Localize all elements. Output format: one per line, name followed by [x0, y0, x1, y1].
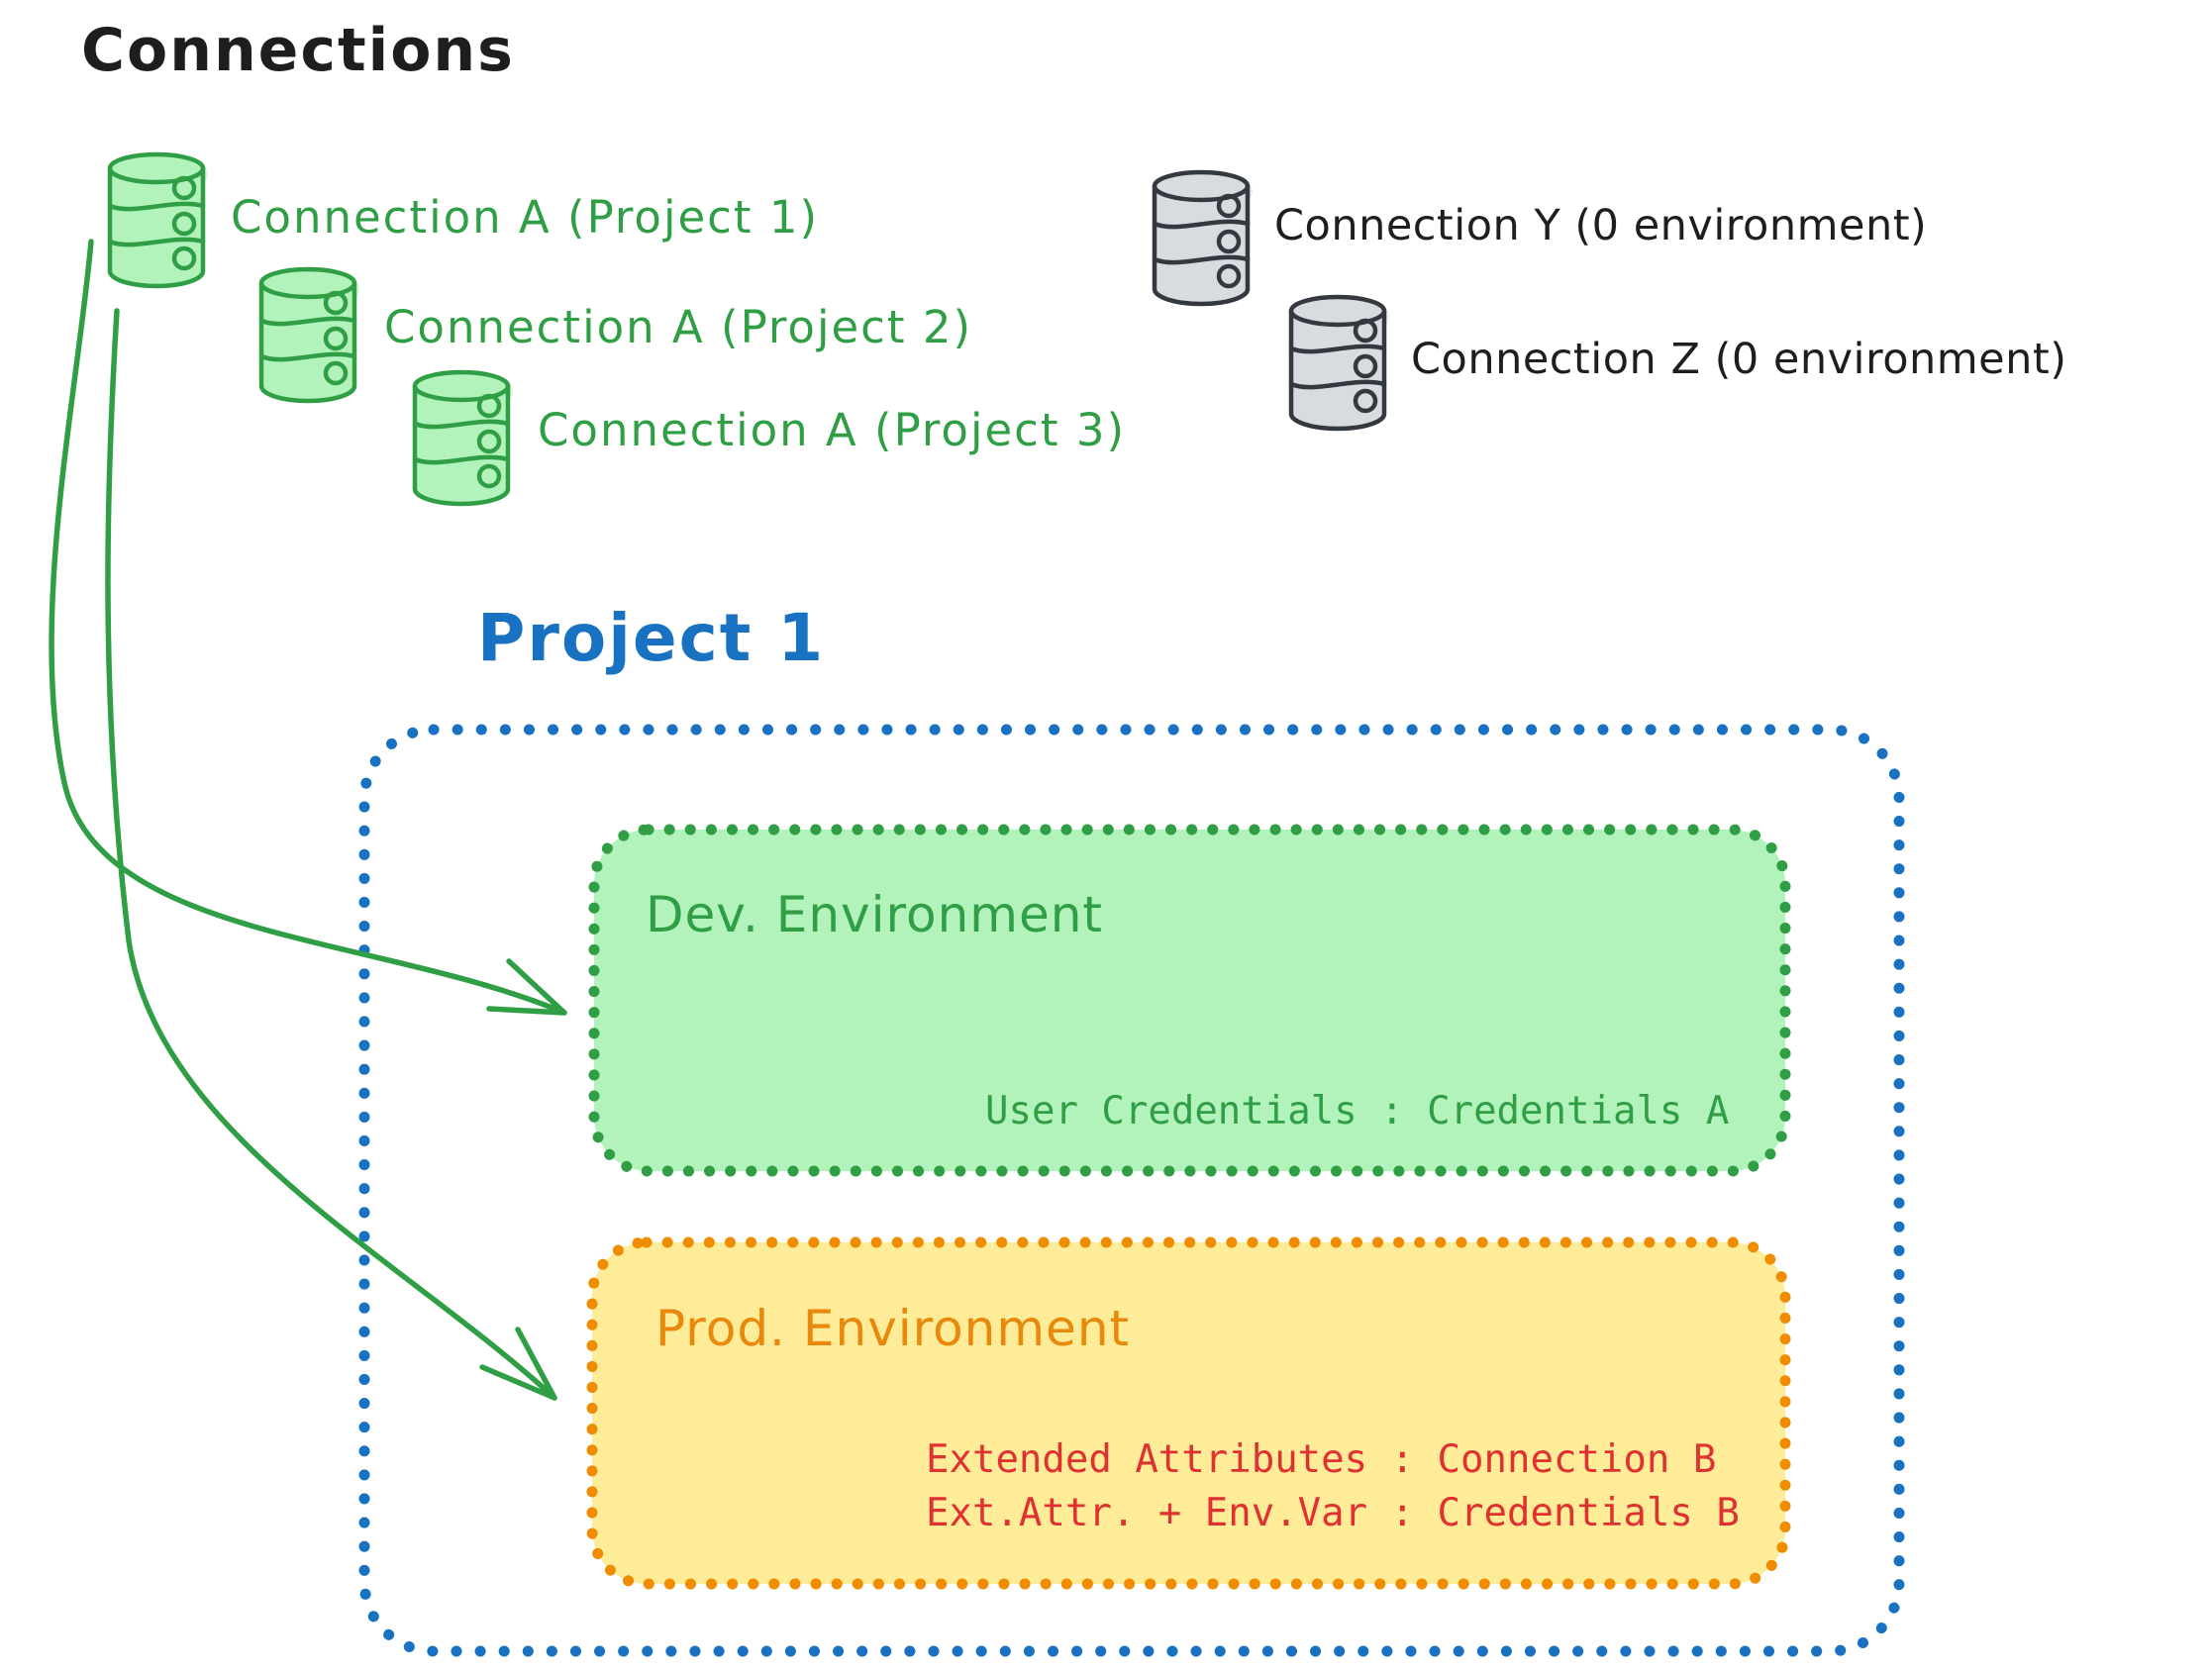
arrow-connection-a-to-dev [49, 239, 567, 1016]
project-1-title: Project 1 [477, 600, 826, 676]
project-1-boundary-box [358, 724, 1905, 1657]
prod-environment-box [586, 1236, 1791, 1590]
label-connection-a-project-3: Connection A (Project 3) [538, 404, 1127, 456]
label-connection-a-project-2: Connection A (Project 2) [384, 301, 973, 353]
database-icon [1291, 295, 1389, 429]
dev-environment-box [588, 824, 1791, 1177]
database-icon [415, 370, 513, 504]
database-icon [1155, 170, 1253, 304]
page-title: Connections [81, 16, 515, 85]
label-connection-z: Connection Z (0 environment) [1411, 335, 2067, 384]
prod-environment-title: Prod. Environment [655, 1300, 1131, 1357]
prod-mapping-line-1: Extended Attributes : Connection B [926, 1437, 1717, 1482]
label-connection-a-project-1: Connection A (Project 1) [231, 191, 820, 244]
dev-credentials-mapping: User Credentials : Credentials A [985, 1089, 1730, 1133]
dev-environment-title: Dev. Environment [646, 886, 1104, 943]
label-connection-y: Connection Y (0 environment) [1274, 201, 1928, 250]
database-icon [261, 267, 359, 401]
database-icon [110, 152, 208, 286]
prod-mapping-line-2: Ext.Attr. + Env.Var : Credentials B [926, 1491, 1740, 1535]
arrow-connection-a-to-prod [105, 308, 557, 1401]
